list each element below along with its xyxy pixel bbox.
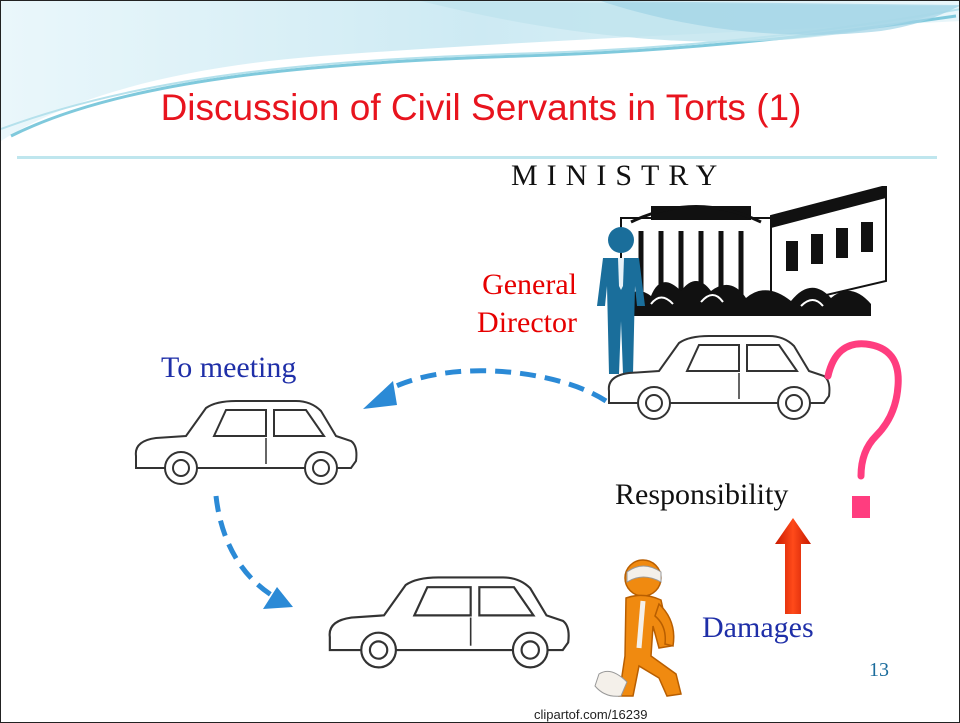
title-divider bbox=[17, 156, 937, 159]
general-director-line1: General bbox=[482, 268, 577, 301]
question-mark-icon bbox=[824, 340, 902, 518]
responsibility-label: Responsibility bbox=[615, 478, 789, 511]
arrow-head-to-accident bbox=[263, 587, 293, 609]
arrow-head-to-meeting bbox=[363, 381, 397, 409]
damages-label: Damages bbox=[702, 611, 814, 644]
car-at-ministry bbox=[607, 335, 831, 420]
car-to-meeting bbox=[134, 400, 358, 485]
to-meeting-label: To meeting bbox=[161, 351, 297, 384]
injured-person-figure bbox=[594, 559, 682, 697]
ministry-sign: MINISTRY bbox=[511, 159, 727, 192]
slide-title: Discussion of Civil Servants in Torts (1… bbox=[160, 87, 802, 128]
up-arrow-icon bbox=[775, 518, 811, 614]
car-accident bbox=[328, 576, 570, 669]
image-credit: clipartof.com/16239 bbox=[534, 707, 648, 722]
general-director-line2: Director bbox=[477, 306, 577, 339]
general-director-label: General Director bbox=[447, 266, 577, 342]
page-number: 13 bbox=[869, 659, 889, 681]
header-swoosh bbox=[1, 1, 959, 141]
ministry-building-image bbox=[620, 186, 887, 316]
general-director-figure bbox=[597, 227, 645, 374]
